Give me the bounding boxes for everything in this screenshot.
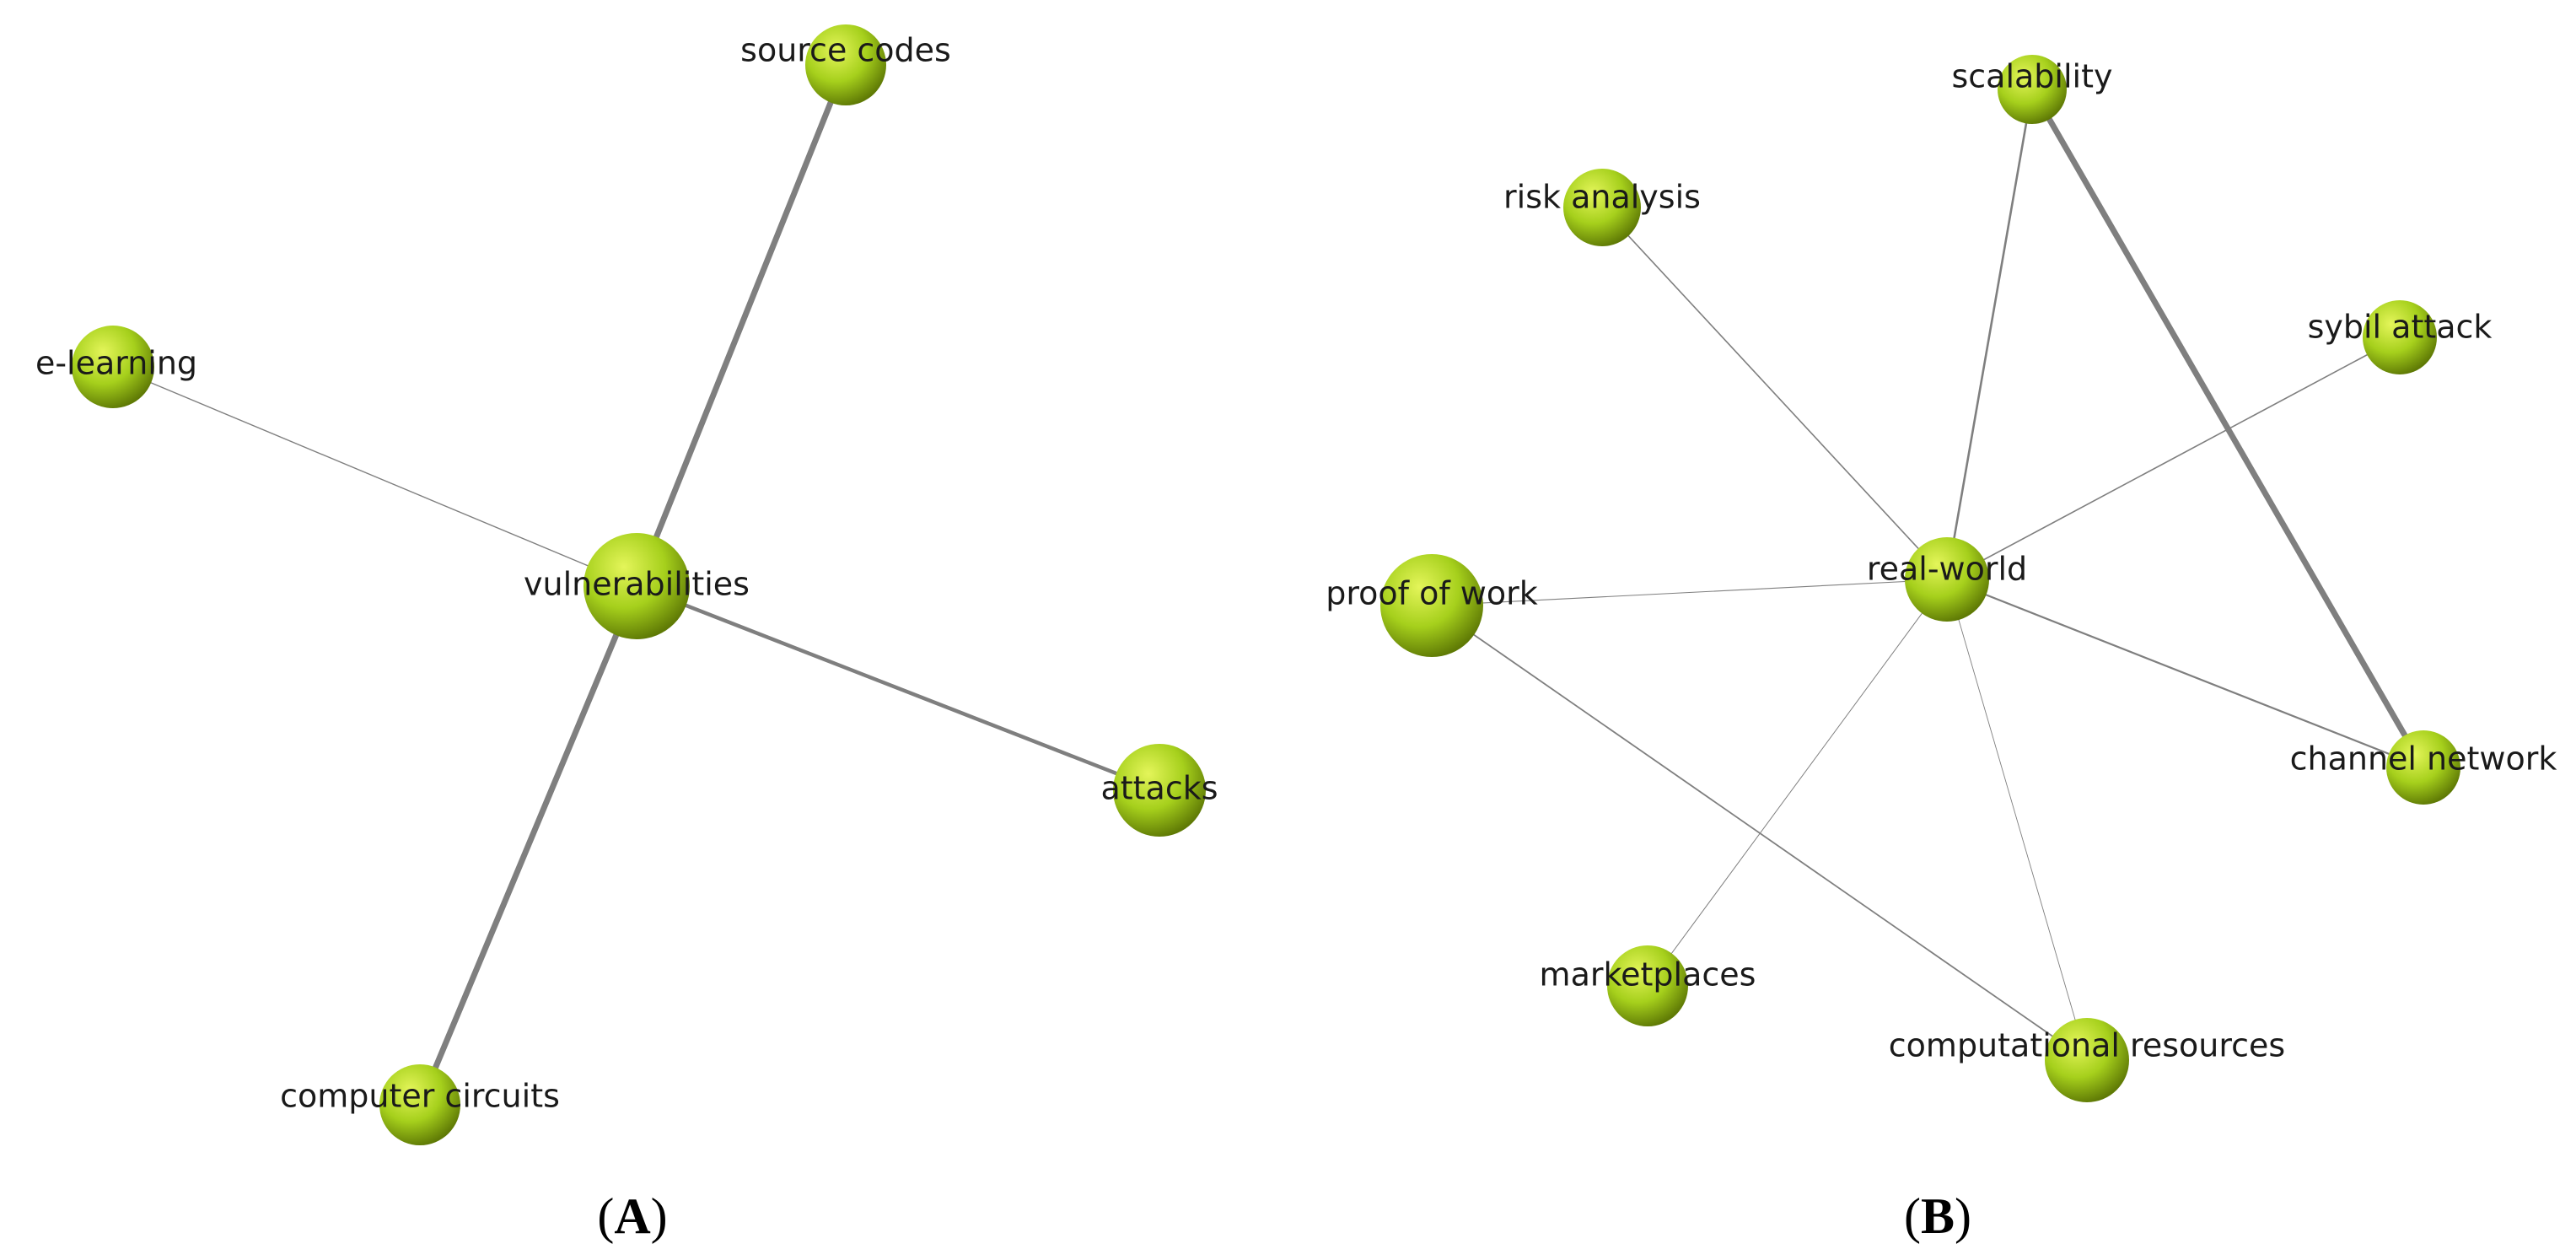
node-attacks bbox=[1113, 744, 1206, 837]
node-label-scalability: scalability bbox=[1951, 58, 2112, 95]
panel-a-caption: (A) bbox=[597, 1188, 667, 1244]
node-e-learning bbox=[72, 326, 154, 408]
panel-b-edges bbox=[1431, 86, 2427, 1061]
edge-vulnerabilities-attacks bbox=[634, 584, 1162, 793]
node-scalability bbox=[1998, 55, 2067, 124]
edge-vulnerabilities-computer-circuits bbox=[417, 583, 640, 1108]
edge-real-world-computational-resources bbox=[1946, 579, 2088, 1061]
edge-scalability-channel-network bbox=[2029, 86, 2427, 771]
edge-real-world-proof-of-work bbox=[1431, 579, 1948, 606]
node-label-risk-analysis: risk analysis bbox=[1503, 179, 1701, 216]
edge-real-world-scalability bbox=[1945, 88, 2034, 581]
panel-a-edges bbox=[112, 62, 1162, 1108]
node-marketplaces bbox=[1607, 945, 1688, 1026]
edge-vulnerabilities-source-codes bbox=[633, 62, 849, 590]
panel-b-network: real-world scalability risk analysis sybil … bbox=[1326, 55, 2557, 1102]
node-label-proof-of-work: proof of work bbox=[1326, 575, 1538, 612]
edge-vulnerabilities-e-learning bbox=[112, 366, 637, 587]
node-label-sybil-attack: sybil attack bbox=[2308, 309, 2493, 346]
panel-b-letter: B bbox=[1921, 1188, 1955, 1244]
node-label-source-codes: source codes bbox=[740, 32, 951, 69]
panel-a-letter: A bbox=[614, 1188, 650, 1244]
node-source-codes bbox=[805, 24, 886, 105]
node-label-real-world: real-world bbox=[1867, 551, 2027, 588]
node-label-vulnerabilities: vulnerabilities bbox=[524, 566, 750, 603]
node-risk-analysis bbox=[1563, 169, 1641, 246]
node-computational-resources bbox=[2045, 1018, 2129, 1102]
node-computer-circuits bbox=[379, 1064, 460, 1145]
node-label-computer-circuits: computer circuits bbox=[280, 1078, 560, 1115]
node-label-channel-network: channel network bbox=[2290, 740, 2557, 778]
edge-real-world-sybil-attack bbox=[1946, 337, 2401, 580]
node-channel-network bbox=[2386, 730, 2460, 805]
edge-real-world-channel-network bbox=[1945, 578, 2425, 769]
node-label-e-learning: e-learning bbox=[35, 345, 197, 382]
panel-b-nodes: real-world scalability risk analysis sybil … bbox=[1326, 55, 2557, 1102]
node-real-world bbox=[1905, 537, 1989, 622]
edge-real-world-marketplaces bbox=[1647, 579, 1948, 987]
panel-b-caption: (B) bbox=[1904, 1188, 1971, 1244]
node-sybil-attack bbox=[2363, 300, 2437, 374]
edge-proof-of-work-computational-resources bbox=[1431, 605, 2088, 1061]
panel-a-network: vulnerabilities source codes e-learning att… bbox=[35, 24, 1218, 1145]
edge-real-world-risk-analysis bbox=[1601, 207, 1948, 580]
panel-a-nodes: vulnerabilities source codes e-learning att… bbox=[35, 24, 1218, 1145]
node-label-attacks: attacks bbox=[1100, 770, 1218, 807]
node-label-computational-resources: computational resources bbox=[1889, 1027, 2285, 1064]
node-proof-of-work bbox=[1380, 554, 1483, 657]
node-vulnerabilities bbox=[583, 533, 690, 639]
node-label-marketplaces: marketplaces bbox=[1540, 956, 1756, 993]
